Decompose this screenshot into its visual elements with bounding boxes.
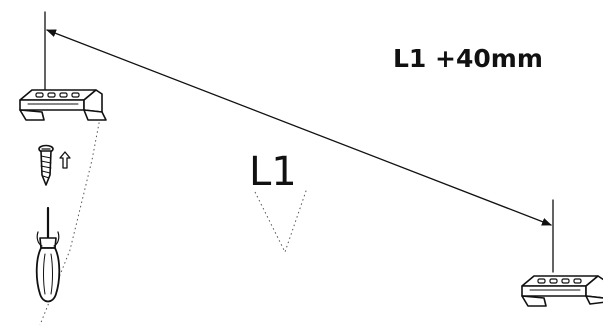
screw-icon [38, 144, 54, 186]
mounting-bracket-icon [521, 275, 603, 307]
screwdriver-icon [35, 206, 61, 303]
mounting-bracket-icon [19, 89, 107, 121]
title-text: L1 +40mm [393, 44, 543, 73]
dimension-line [46, 29, 552, 226]
dotted-guide-center [254, 187, 308, 254]
dimension-label: L1 [249, 149, 297, 195]
up-arrow-icon [59, 151, 71, 169]
